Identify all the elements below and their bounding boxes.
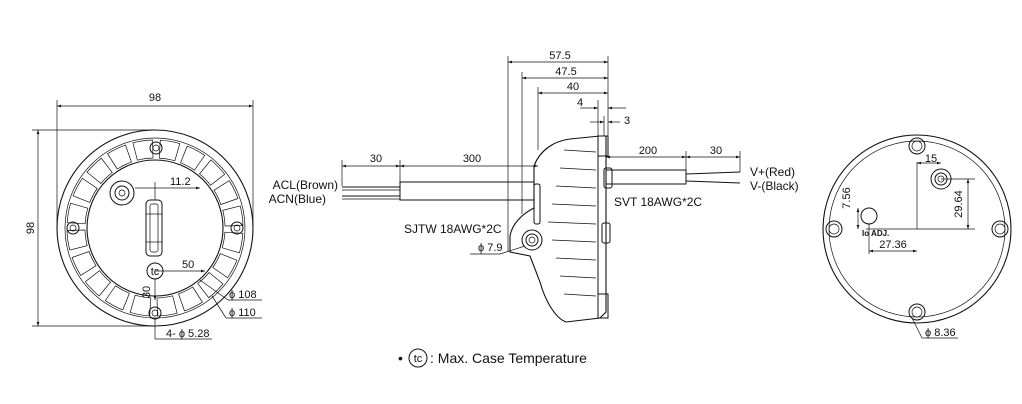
legend-tc-circle — [408, 348, 428, 368]
dim-300: 300 — [463, 153, 481, 165]
cooling-fin — [158, 139, 181, 162]
acn-label: ACN(Blue) — [269, 192, 326, 206]
cooling-fin — [66, 202, 89, 225]
mounting-hole-dimension: 4- ϕ 5.28 — [166, 328, 209, 340]
gland-diameter: ϕ 7.9 — [478, 242, 503, 254]
dim-15: 15 — [925, 153, 937, 165]
mounting-holes — [66, 141, 244, 320]
cooling-fin — [86, 157, 113, 184]
output-cable-spec: SVT 18AWG*2C — [614, 195, 702, 209]
cooling-fin — [180, 145, 206, 171]
acl-label: ACL(Brown) — [273, 178, 338, 192]
legend-bullet: • — [398, 350, 403, 366]
back-mounting-holes — [825, 137, 1009, 321]
dia-108: ϕ 108 — [229, 289, 257, 301]
side-fin — [559, 167, 597, 171]
dim-7-56: 7.56 — [841, 187, 853, 208]
housing-profile — [509, 135, 607, 323]
dim-27-36: 27.36 — [879, 239, 907, 251]
side-fin — [551, 239, 597, 243]
io-adj-label: Io ADJ. — [862, 229, 889, 238]
cooling-fin — [104, 285, 130, 311]
side-fin — [547, 221, 597, 225]
front-view: tc 98 98 11.2 50 30 ϕ 108 ϕ 110 4- ϕ 5.2… — [25, 92, 262, 340]
dim-30-right: 30 — [710, 145, 722, 157]
dim-57-5: 57.5 — [549, 50, 570, 62]
side-fin — [563, 293, 597, 297]
cooling-fin — [72, 177, 98, 203]
cooling-fin — [178, 286, 203, 312]
side-fin — [559, 275, 597, 279]
cooling-fin — [199, 159, 226, 186]
cooling-fin — [71, 251, 97, 276]
cooling-fin — [212, 253, 238, 279]
dim-50: 50 — [182, 259, 194, 271]
back-view: Io ADJ. 15 7.56 29.64 27.36 ϕ 8.36 — [822, 134, 1012, 339]
legend-text: : Max. Case Temperature — [430, 350, 587, 366]
side-fin — [555, 185, 597, 189]
dim-40: 40 — [567, 81, 579, 93]
cooling-fin — [156, 295, 178, 317]
vminus-label: V-(Black) — [750, 179, 799, 193]
dim-47-5: 47.5 — [555, 66, 576, 78]
side-fin — [563, 149, 597, 153]
gland-nut — [521, 229, 543, 251]
dim-200: 200 — [639, 145, 657, 157]
legend-tc-symbol: tc — [414, 353, 423, 365]
dia-110: ϕ 110 — [229, 307, 256, 319]
side-view: 57.5 47.5 40 4 3 30 300 200 30 ACL(Brown… — [269, 50, 799, 323]
cooling-fin — [221, 231, 244, 254]
cooling-fin — [213, 180, 239, 205]
input-cable — [342, 181, 539, 201]
cooling-fin — [132, 139, 154, 161]
dim-4: 4 — [577, 97, 583, 109]
legend: • tc : Max. Case Temperature — [398, 348, 587, 368]
cooling-fin — [129, 294, 152, 317]
center-slot — [145, 199, 163, 257]
housing-rim — [64, 137, 246, 319]
tc-marker-label: tc — [151, 266, 160, 278]
gland-boss — [109, 180, 135, 206]
height-dimension: 98 — [25, 222, 37, 234]
dia-8-36: ϕ 8.36 — [925, 327, 956, 339]
width-dimension: 98 — [149, 92, 161, 104]
dim-30-left: 30 — [370, 153, 382, 165]
cooling-fin — [197, 272, 224, 299]
cooling-fin — [107, 144, 132, 170]
input-cable-spec: SJTW 18AWG*2C — [404, 222, 502, 236]
output-cable — [605, 169, 741, 185]
dim-3: 3 — [624, 115, 630, 127]
side-fin — [555, 257, 597, 261]
dim-30: 30 — [141, 286, 153, 298]
cooling-fin — [84, 270, 111, 297]
dim-29-64: 29.64 — [953, 190, 965, 218]
vplus-label: V+(Red) — [750, 165, 795, 179]
dim-11-2: 11.2 — [170, 176, 191, 188]
side-fin — [551, 203, 597, 207]
side-fins — [547, 149, 597, 297]
